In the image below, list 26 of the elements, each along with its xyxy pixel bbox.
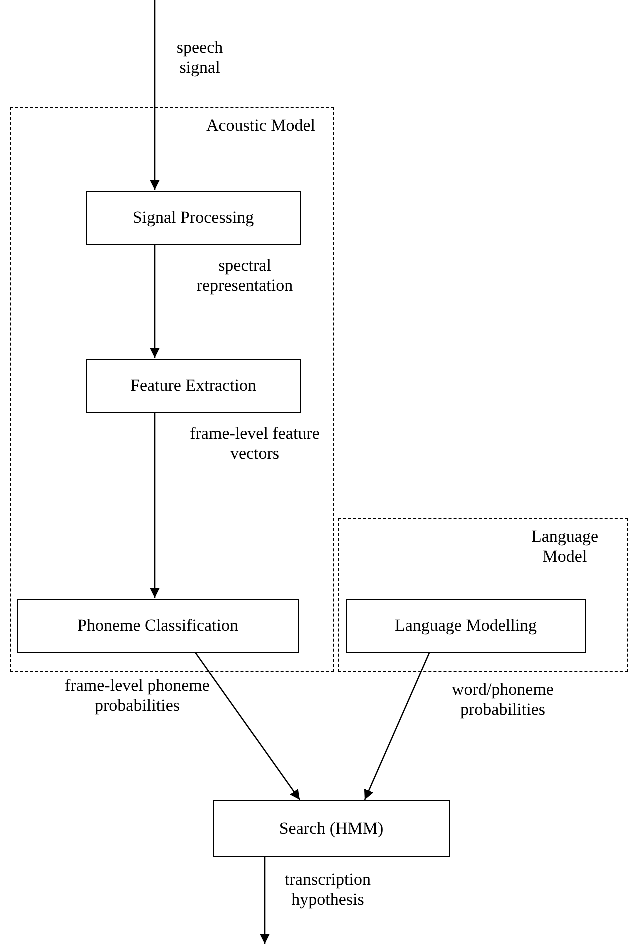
- edge-label: transcription hypothesis: [284, 870, 372, 910]
- process-box: [86, 191, 301, 245]
- arrow: [260, 857, 270, 944]
- group-title: Acoustic Model: [205, 116, 317, 136]
- process-box: [17, 599, 299, 653]
- process-box: [86, 359, 301, 413]
- arrow: [150, 0, 160, 190]
- box-label: Phoneme Classification: [77, 616, 238, 636]
- process-box: [213, 800, 450, 857]
- box-label: Signal Processing: [132, 208, 254, 228]
- box-label: Feature Extraction: [130, 376, 257, 396]
- group-title: Language Model: [530, 527, 600, 567]
- box-label: Language Modelling: [394, 616, 538, 636]
- arrow: [150, 244, 160, 358]
- dashed-group-frame: [10, 107, 334, 672]
- edge-label: word/phoneme probabilities: [451, 680, 555, 720]
- edge-label: frame-level phoneme probabilities: [64, 676, 211, 716]
- arrow: [150, 412, 160, 598]
- arrow: [364, 652, 431, 800]
- edge-label: spectral representation: [196, 256, 294, 296]
- process-box: [346, 599, 586, 653]
- edge-label: speech signal: [176, 38, 224, 78]
- arrow: [194, 652, 301, 800]
- box-label: Search (HMM): [279, 818, 384, 838]
- dashed-group-frame: [338, 518, 628, 672]
- edge-label: frame-level feature vectors: [189, 424, 321, 464]
